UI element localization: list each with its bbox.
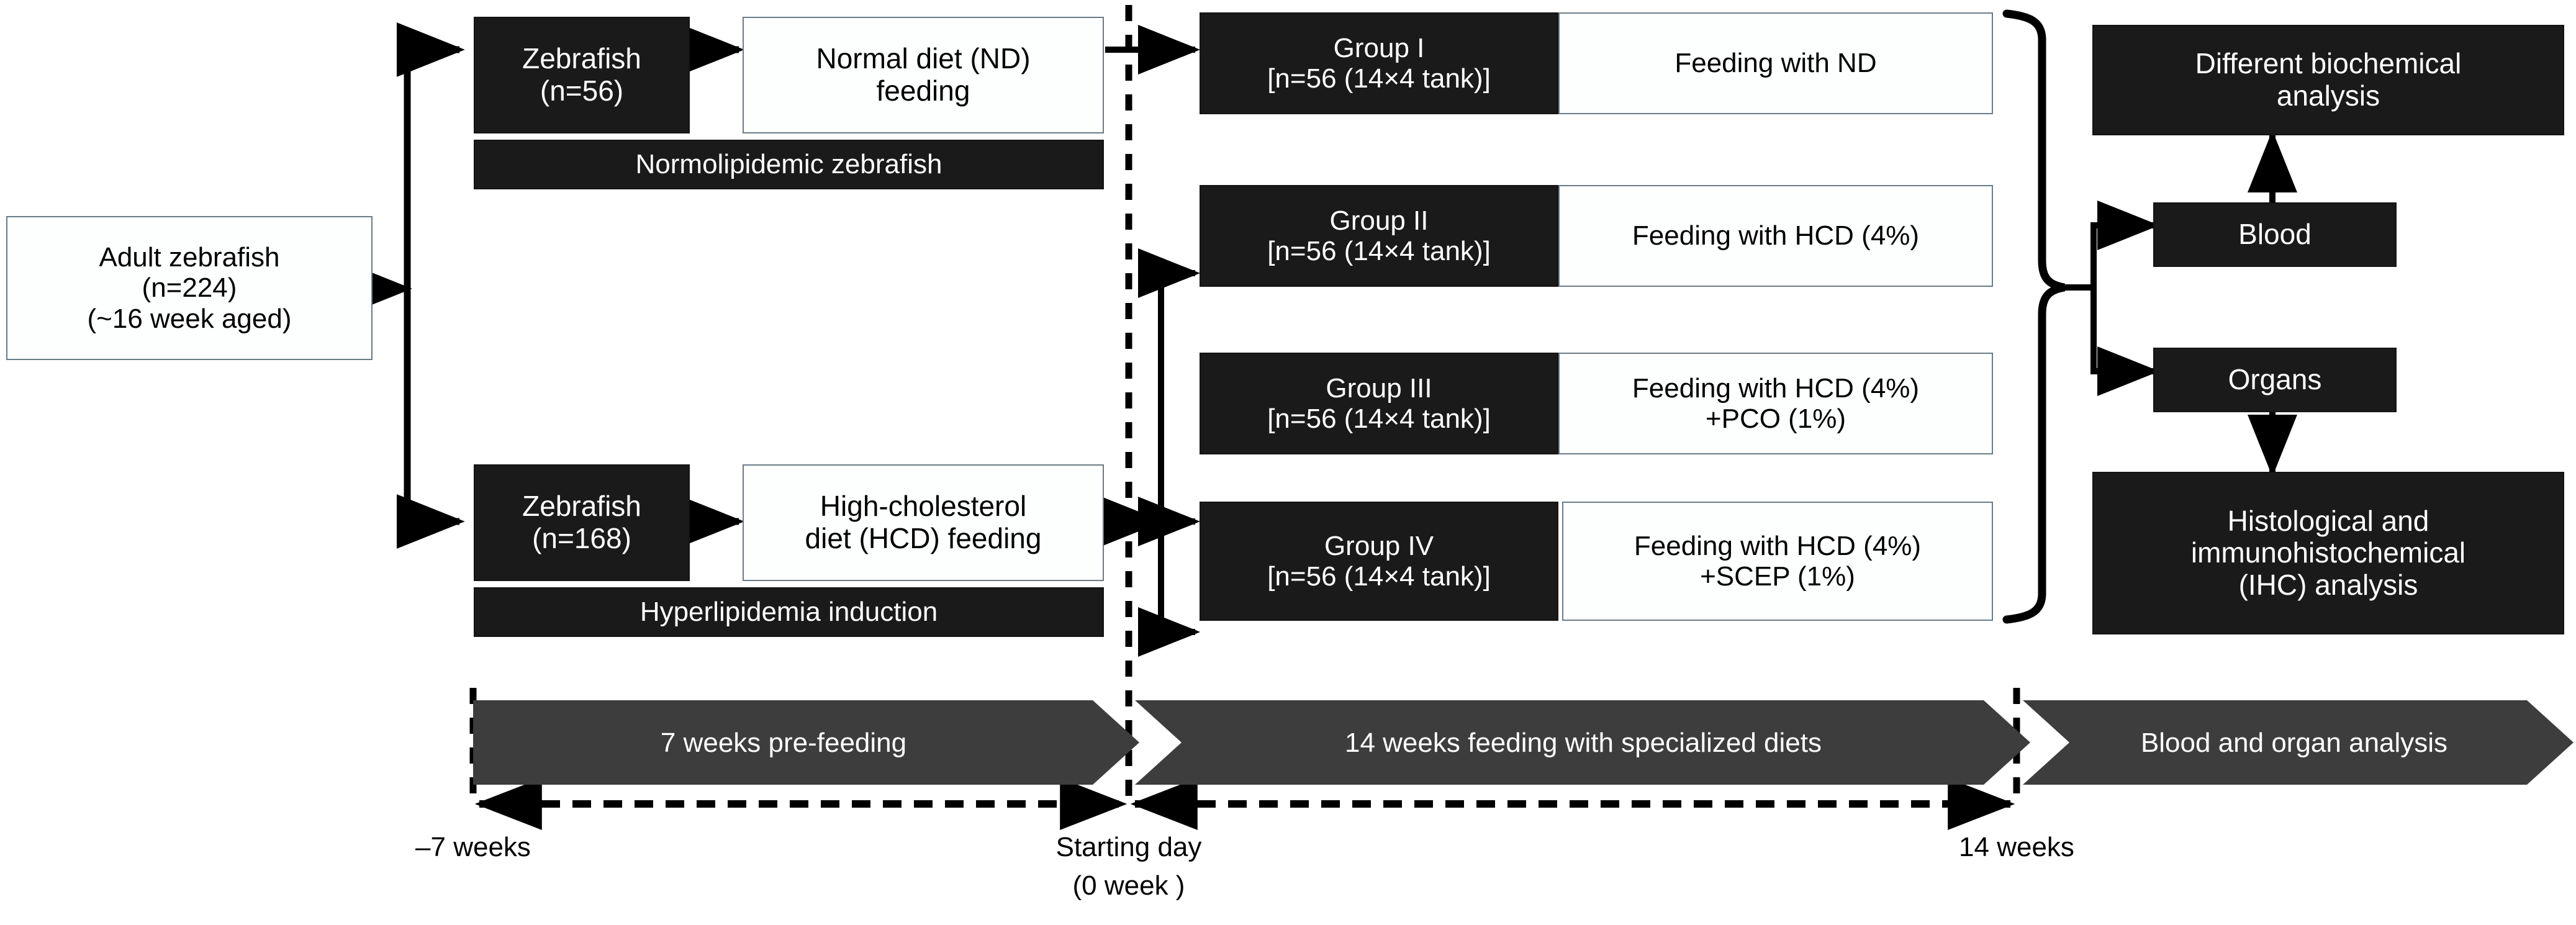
branch-hyperlipidemic-banner: Hyperlipidemia induction bbox=[474, 587, 1104, 637]
outcome-histology-box[interactable]: Histological and immunohistochemical (IH… bbox=[2092, 472, 2564, 634]
group-3-label-box[interactable]: Group III [n=56 (14×4 tank)] bbox=[1200, 353, 1558, 454]
outcome-biochemical-line-1: Different biochemical bbox=[2195, 47, 2462, 80]
group-4-label-box[interactable]: Group IV [n=56 (14×4 tank)] bbox=[1200, 502, 1558, 621]
branch-hyperlipidemic-diet-box[interactable]: High-cholesterol diet (HCD) feeding bbox=[743, 464, 1104, 581]
group-1-treatment-line-1: Feeding with ND bbox=[1674, 48, 1877, 79]
outcome-blood-label: Blood bbox=[2238, 218, 2312, 251]
group-4-treatment-line-1: Feeding with HCD (4%) bbox=[1634, 530, 1922, 561]
group-4-name: Group IV bbox=[1324, 530, 1434, 561]
outcome-organs-box[interactable]: Organs bbox=[2153, 348, 2397, 412]
outcome-biochemical-line-2: analysis bbox=[2276, 79, 2380, 112]
group-2-treatment-line-1: Feeding with HCD (4%) bbox=[1632, 220, 1920, 251]
timeline-tick-2-label-line1: Starting day bbox=[1055, 832, 1202, 862]
branch-hyperlipidemic-animal-b: (n=168) bbox=[532, 522, 631, 554]
branch-normolipidemic-diet-line-2: feeding bbox=[876, 74, 970, 107]
group-1-size: [n=56 (14×4 tank)] bbox=[1267, 63, 1491, 94]
group-2-label-box[interactable]: Group II [n=56 (14×4 tank)] bbox=[1200, 185, 1558, 287]
group-2-name: Group II bbox=[1329, 205, 1429, 236]
branch-hyperlipidemic-animal-box[interactable]: Zebrafish (n=168) bbox=[474, 464, 690, 581]
outcome-biochemical-analysis-box[interactable]: Different biochemical analysis bbox=[2092, 25, 2564, 135]
arrow-hcd-to-groups bbox=[1101, 248, 1201, 657]
group-4-treatment-line-2: +SCEP (1%) bbox=[1700, 561, 1855, 592]
source-line-2: (n=224) bbox=[142, 273, 237, 304]
timeline-phase-2-label: 14 weeks feeding with specialized diets bbox=[1344, 728, 1822, 758]
group-1-label-box[interactable]: Group I [n=56 (14×4 tank)] bbox=[1200, 12, 1558, 114]
branch-normolipidemic-animal-box-full[interactable]: Zebrafish (n=56) bbox=[474, 17, 690, 133]
group-brace bbox=[2002, 9, 2066, 624]
group-2-size: [n=56 (14×4 tank)] bbox=[1267, 236, 1491, 266]
group-1-name: Group I bbox=[1333, 32, 1425, 63]
timeline-phase-3-label: Blood and organ analysis bbox=[2140, 728, 2448, 758]
branch-normolipidemic-animal-a: Zebrafish bbox=[522, 42, 641, 75]
outcome-organs-label: Organs bbox=[2228, 363, 2322, 396]
outcome-blood-box[interactable]: Blood bbox=[2153, 202, 2397, 267]
group-3-treatment-line-1: Feeding with HCD (4%) bbox=[1632, 372, 1920, 404]
branch-normolipidemic-animal-b: (n=56) bbox=[540, 74, 624, 107]
branch-hyperlipidemic-diet-line-2: diet (HCD) feeding bbox=[805, 522, 1042, 554]
arrow-brace-to-samples bbox=[2064, 201, 2160, 396]
branch-hyperlipidemic-animal-a: Zebrafish bbox=[522, 490, 641, 523]
branch-hyperlipidemic-diet-line-1: High-cholesterol bbox=[820, 490, 1027, 523]
branch-normolipidemic-banner: Normolipidemic zebrafish bbox=[474, 140, 1104, 189]
group-3-treatment-line-2: +PCO (1%) bbox=[1705, 404, 1846, 434]
outcome-histology-line-1: Histological and bbox=[2227, 504, 2429, 537]
group-3-treatment-box[interactable]: Feeding with HCD (4%) +PCO (1%) bbox=[1558, 353, 1993, 454]
branch-normolipidemic-banner-label: Normolipidemic zebrafish bbox=[635, 149, 942, 180]
branch-hyperlipidemic-banner-label: Hyperlipidemia induction bbox=[639, 597, 938, 628]
group-4-treatment-box[interactable]: Feeding with HCD (4%) +SCEP (1%) bbox=[1562, 502, 1993, 621]
outcome-histology-line-3: (IHC) analysis bbox=[2238, 568, 2418, 601]
timeline-phase-1-label: 7 weeks pre-feeding bbox=[660, 728, 907, 758]
branch-normolipidemic-diet-box[interactable]: Normal diet (ND) feeding bbox=[743, 17, 1104, 133]
group-2-treatment-box[interactable]: Feeding with HCD (4%) bbox=[1558, 185, 1993, 287]
outcome-histology-line-2: immunohistochemical bbox=[2190, 536, 2466, 569]
source-line-1: Adult zebrafish bbox=[99, 242, 280, 273]
group-3-size: [n=56 (14×4 tank)] bbox=[1267, 404, 1491, 434]
timeline-tick-2-label-line2: (0 week ) bbox=[1072, 870, 1185, 901]
source-box-adult-zebrafish[interactable]: Adult zebrafish (n=224) (~16 week aged) bbox=[6, 216, 373, 360]
group-3-name: Group III bbox=[1326, 372, 1432, 404]
arrow-source-to-split bbox=[343, 22, 465, 549]
source-line-3: (~16 week aged) bbox=[87, 303, 292, 334]
group-4-size: [n=56 (14×4 tank)] bbox=[1267, 561, 1491, 592]
timeline-tick-3-label: 14 weeks bbox=[1959, 832, 2074, 862]
group-1-treatment-box[interactable]: Feeding with ND bbox=[1558, 12, 1993, 114]
timeline-tick-1-label: –7 weeks bbox=[415, 832, 531, 862]
branch-normolipidemic-diet-line-1: Normal diet (ND) bbox=[816, 42, 1031, 75]
